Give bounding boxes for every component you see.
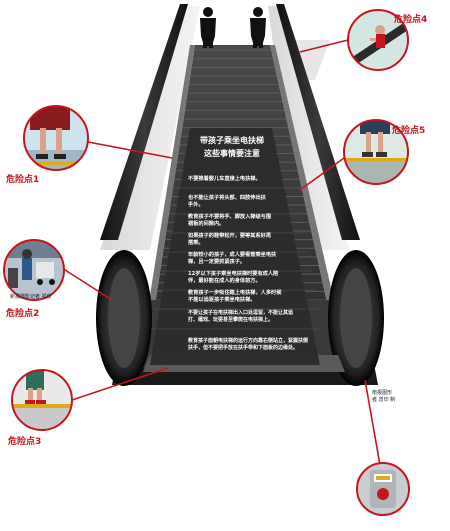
safety-tip-line: 12岁以下孩子乘坐电扶梯时要有成人陪 [188, 269, 279, 277]
safety-tip-line: 不要让孩子在电扶梯出入口处逗留，不能让其追 [188, 309, 294, 316]
danger-label-3: 危险点3 [8, 437, 42, 447]
safety-tip-line: 打、嬉戏、玩耍甚至攀爬在电扶梯上。 [188, 316, 273, 323]
safety-tip-line: 也不能让孩子将头部、四肢伸出扶 [188, 193, 267, 201]
danger-label-1: 危险点1 [6, 175, 40, 185]
elevator-sign-icon [376, 476, 390, 480]
safety-tips-panel: 带孩子乘坐电扶梯 这些事情要注意 不要推着婴儿车直接上电扶梯。也不能让孩子将头部… [150, 128, 321, 365]
right-handrail [276, 4, 360, 240]
person-silhouette-icon [200, 7, 266, 48]
panel-title-line2: 这些事情要注意 [204, 148, 260, 158]
panel-title-line1: 带孩子乘坐电扶梯 [200, 135, 264, 145]
safety-tip-line: 不能以追逐孩子乘坐电扶梯。 [188, 295, 255, 303]
safety-tip-line: 扶手，但不要把手放在扶手带和下面板的边缘处。 [188, 344, 298, 351]
danger-label-2: 危险点2 [6, 309, 40, 319]
safety-tip-line: 不要推着婴儿车直接上电扶梯。 [188, 174, 261, 182]
safety-tip-line: 教育孩子一步吸住踏上电扶梯，人多时候 [187, 288, 282, 296]
danger-label-5: 危险点5 [392, 126, 426, 136]
safety-tip-line: 教育孩子面朝电扶梯的运行方向靠右侧站立，紧握扶侧 [187, 337, 308, 344]
safety-tip-line: 搭乘。 [188, 238, 204, 246]
credit-line-1: 南报图形 [372, 390, 393, 396]
danger-label-4: 危险点4 [394, 15, 428, 25]
danger-point-2-illustration [3, 239, 65, 301]
credit-line-2: 者 曾印 制 [372, 397, 396, 403]
safety-tip-line: 裙板的间隙内。 [188, 219, 224, 227]
leader-lines [61, 39, 381, 466]
danger-point-4-illustration [347, 9, 409, 71]
emergency-stop-illustration [356, 462, 410, 516]
safety-tip-line: 如果孩子的鞋带松开，要等其系好再 [188, 231, 272, 239]
safety-tip-line: 教育孩子不要将手、脚放入梯级与围 [187, 212, 271, 220]
safety-tip-line: 手外。 [188, 200, 204, 208]
stroller-photo-caption: 新报摄影记者 祁俊 [10, 294, 52, 300]
danger-point-1-illustration [23, 105, 89, 171]
safety-tip-line: 年龄较小的孩子，成人要看管乘坐电扶 [188, 250, 277, 258]
danger-point-3-illustration [11, 369, 73, 431]
safety-tip-line: 梯，且一定要抓紧孩子。 [188, 257, 245, 265]
safety-tip-line: 伴，最好能在成人的身体前方。 [187, 276, 261, 284]
left-handrail [100, 4, 188, 240]
